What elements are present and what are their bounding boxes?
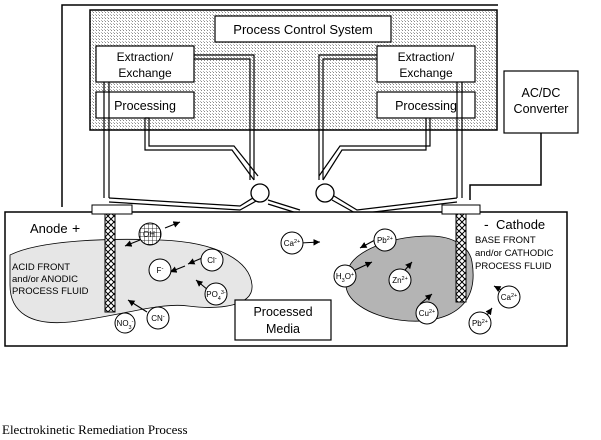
left-pump [250,183,270,203]
processed-media-line1: Processed [253,305,312,319]
ion-hydroxide-circle [138,222,162,246]
ion-calcium-center-circle [280,231,304,255]
processed-media-line2: Media [266,322,300,336]
processing-left-label: Processing [114,99,176,113]
ion-hydronium-circle [333,264,357,288]
ion-arrows [117,221,506,323]
anode-sign: + [72,220,80,236]
ion-chloride-label: Cl- [207,256,217,265]
acid-front-line-0: ACID FRONT [12,262,70,273]
ion-zinc-circle [388,268,412,292]
ion-cyanide-label: CN- [151,314,165,323]
cathode-lead [469,133,542,200]
acid-front-text: ACID FRONT and/or ANODIC PROCESS FLUID [12,262,89,297]
ion-calcium-right-label: Ca2+ [501,293,518,302]
ion-nitrate-circle [114,312,136,334]
ion-copper-circle [415,301,439,325]
processing-right-label: Processing [395,99,457,113]
extraction-exchange-right-box [376,45,476,83]
ion-copper-label: Cu2+ [419,309,436,318]
cathode-cap [441,204,481,215]
ion-calcium-center-label: Ca2+ [284,239,301,248]
ion-lead-top-circle [373,228,397,252]
anode-cap [91,204,133,215]
extraction-exchange-right-line1: Extraction/ [398,50,455,64]
ion-lead-top-label: Pb2+ [377,236,393,245]
ion-phosphate-label: PO43- [206,290,226,302]
acdc-converter-box [503,70,579,134]
ion-chloride-circle [200,248,224,272]
process-control-system-label: Process Control System [233,22,372,37]
ion-hydronium-label: H3O+ [336,272,354,284]
cathode-sign: - [484,216,489,232]
anode-electrode [104,211,116,313]
cathode-label: Cathode [496,217,545,232]
ion-cyanide-circle [146,306,170,330]
base-front-text: BASE FRONT and/or CATHODIC PROCESS FLUID [475,235,554,272]
ion-lead-bottom-label: Pb2+ [472,319,488,328]
base-front-line-0: BASE FRONT [475,235,536,246]
extraction-exchange-left-line1: Extraction/ [117,50,174,64]
ion-fluoride-label: F- [157,266,164,275]
processed-media-label-box [234,299,332,341]
ion-zinc-label: Zn2+ [392,276,408,285]
ion-phosphate-circle [204,282,228,306]
ion-hydroxide-label: OH- [143,230,157,239]
ion-nitrate-label: NO3- [117,319,134,331]
acdc-converter-line1: AC/DC [522,86,561,100]
ion-fluoride-circle [148,258,172,282]
figure-caption: Electrokinetic Remediation Process [2,422,188,437]
cathode-electrode [455,211,467,303]
acid-front-line-1: and/or ANODIC [12,274,78,285]
right-pipes [318,54,463,215]
processing-right-box [376,91,476,119]
ion-calcium-right-circle [497,285,521,309]
anode-label: Anode [30,221,68,236]
acdc-converter-line2: Converter [514,102,569,116]
left-pipes [103,54,301,215]
extraction-exchange-left-box [95,45,195,83]
outer-frame [61,4,498,207]
base-front-line-2: PROCESS FLUID [475,261,552,272]
base-front-line-1: and/or CATHODIC [475,248,554,259]
process-control-system-box [214,15,392,43]
acid-front-line-2: PROCESS FLUID [12,286,89,297]
right-pump [315,183,335,203]
ion-lead-bottom-circle [468,311,492,335]
extraction-exchange-right-line2: Exchange [399,66,453,80]
extraction-exchange-left-line2: Exchange [118,66,172,80]
